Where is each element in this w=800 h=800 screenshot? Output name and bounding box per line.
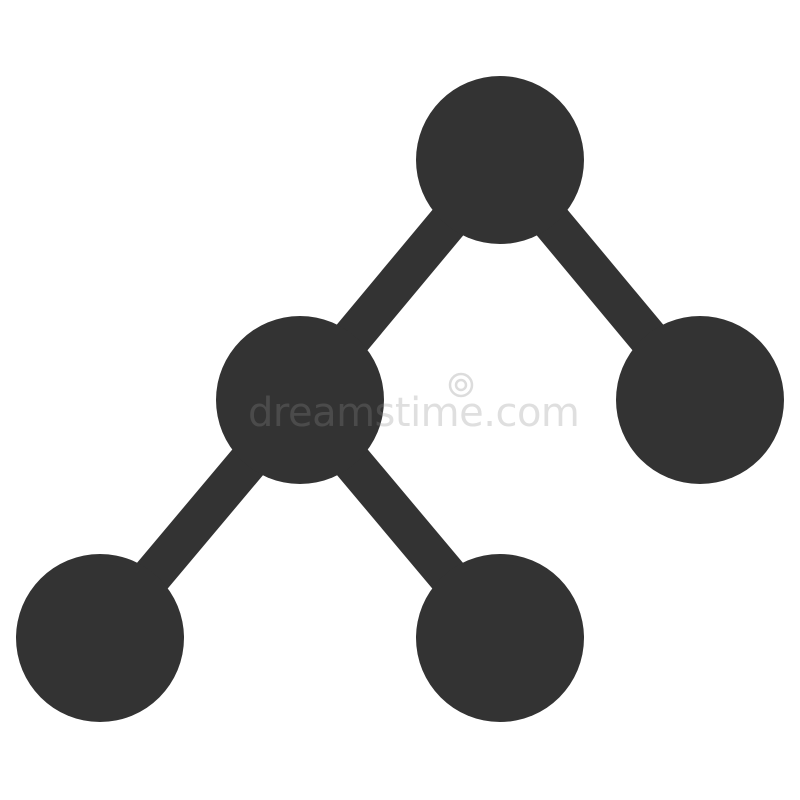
- diagram-nodes: [16, 76, 784, 722]
- node-middle: [216, 316, 384, 484]
- diagram-edges: [84, 147, 716, 651]
- node-bottom-left: [16, 554, 184, 722]
- node-right: [616, 316, 784, 484]
- node-root: [416, 76, 584, 244]
- node-bottom-center: [416, 554, 584, 722]
